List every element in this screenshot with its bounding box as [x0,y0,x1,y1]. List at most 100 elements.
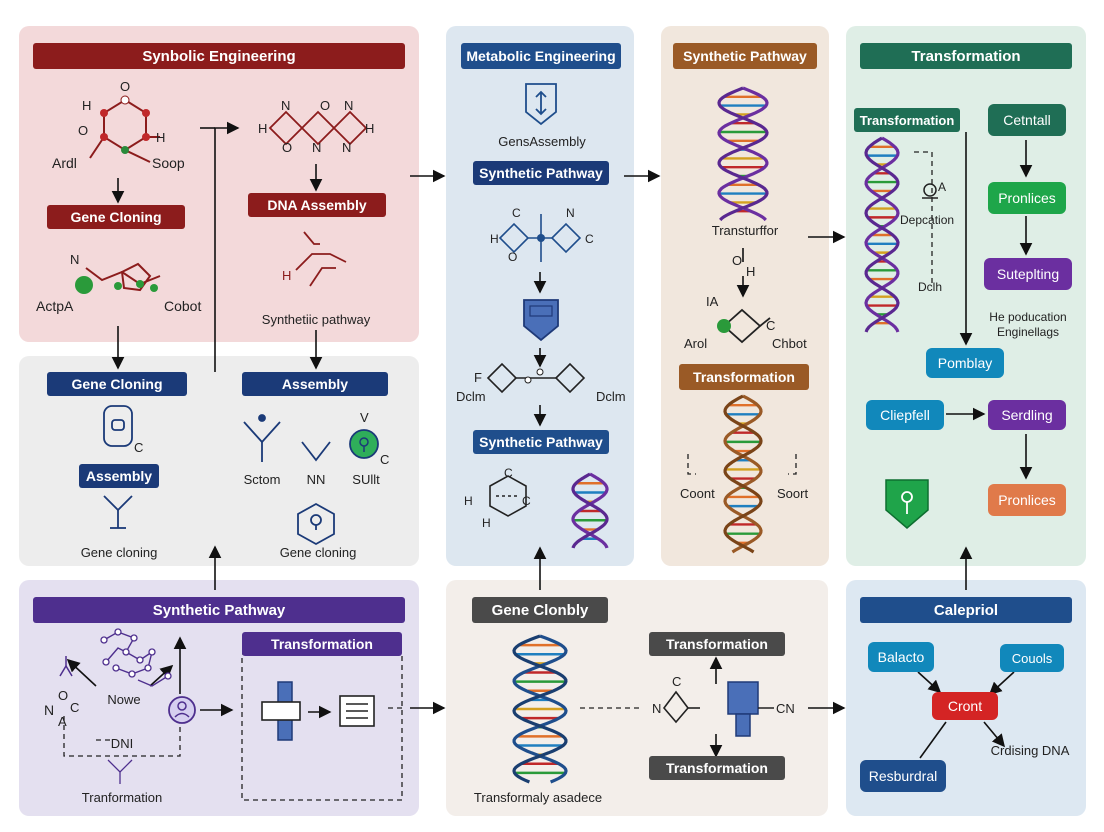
atom-marker [120,95,130,105]
atom-marker [75,276,93,294]
atom-label: N [70,252,80,267]
dna-strand [723,394,763,554]
atom-label: O [320,98,331,113]
panel-title-transformation: Transformation [860,43,1072,69]
atom-label: H [282,268,292,283]
text-crdising-dna: Crdising DNA [990,743,1070,758]
atom-label: V [360,410,369,425]
molecule-tricyclic [268,110,368,146]
panel-metabolic-engineering [446,26,634,566]
atom-marker [150,284,158,292]
atom-label: N [652,701,662,716]
molecule-diamond [662,690,700,724]
document-icon [339,695,375,727]
panel-title-calepriol: Calepriol [860,597,1072,623]
atom-label: O [732,253,743,268]
panel-title-synthetic-pathway-2: Synthetic Pathway [33,597,405,623]
atom-label: N [566,206,575,220]
text-dclm-2: Dclm [596,389,626,404]
label-assembly: Assembly [242,372,388,396]
atom-label: C [134,440,144,455]
molecule-small [922,183,938,199]
panel-title-synbolic-engineering: Synbolic Engineering [33,43,405,69]
node-cront: Cront [932,692,998,720]
atom-label: N [312,140,322,155]
atom-label: H [365,121,375,136]
dna-helix-icon [571,472,609,549]
triangle-icon [301,441,331,462]
atom-label: N [44,702,55,718]
text-gene-cloning-2: Gene cloning [279,545,357,560]
atom-marker [142,133,150,141]
label-dna-assembly: DNA Assembly [248,193,386,217]
flow-arrows [66,121,1033,759]
atom-label: A [58,714,67,729]
panel-title-metabolic-engineering: Metabolic Engineering [461,43,621,69]
text-soop: Soop [152,155,185,171]
dna-strand [717,86,769,222]
molecule-small [59,656,73,677]
label-transformation-p7-1: Transformation [649,632,785,656]
atom-label: H [82,98,92,113]
molecule-chain [486,362,586,394]
atom-marker [142,109,150,117]
gene-icon [349,429,379,459]
test-tube-icon [103,405,133,447]
dna-strand [864,136,900,333]
atom-marker [537,234,545,242]
atom-label: A [938,180,947,194]
dna-helix-icon [864,136,900,333]
atom-marker [717,319,731,333]
user-icon [168,696,196,724]
atom-label: O [58,688,69,703]
atom-label: F [474,370,482,385]
label-transformation-p7-2: Transformation [649,756,785,780]
text-actpa: ActpA [36,298,74,314]
text-gene-cloning-1: Gene cloning [80,545,158,560]
text-transturffor: Transturffor [711,223,779,238]
text-sctom: Sctom [243,472,281,487]
atom-label: H [258,121,268,136]
label-transformation-p4: Transformation [679,364,809,390]
dna-strand [512,634,568,784]
text-dclm-1: Dclm [456,389,486,404]
text-nn: NN [306,472,326,487]
text-depcation: Depcation [900,213,955,227]
node-couols: Couols [1000,644,1064,672]
shield-icon [523,299,559,342]
atom-label: C [380,452,390,467]
node-resburdral: Resburdral [860,760,946,792]
atom-label: N [281,98,291,113]
atom-marker [114,282,122,290]
text-nowe: Nowe [107,692,141,707]
atom-label: H [464,494,473,508]
atom-marker [100,109,108,117]
node-cliepfell: Cliepfell [866,400,944,430]
text-dclh: Dclh [918,280,943,294]
text-synthetic-pathway: Synthetiic pathway [261,312,371,327]
label-gene-cloning-2: Gene Cloning [47,372,187,396]
atom-label: N [342,140,352,155]
panel-title-synthetic-pathway: Synthetic Pathway [673,43,817,69]
atom-label: C [522,494,531,508]
node-cetntall: Cetntall [988,104,1066,136]
dna-strand [571,472,609,549]
atom-label: H [746,264,756,279]
dna-strand [512,634,568,784]
gear-plug-icon [261,681,301,741]
atom-label: C [672,674,682,689]
atom-label: IA [706,294,719,309]
text-arol: Arol [684,336,708,351]
node-suteplting: Suteplting [984,258,1072,290]
panel-title-gene-clonbly: Gene Clonbly [472,597,608,623]
atom-label: C [70,700,80,715]
atom-label: C [585,232,594,246]
dna-helix-icon [717,86,769,222]
atom-label: O [120,79,131,94]
flask-icon [297,502,335,546]
atom-marker [524,376,532,384]
node-serdling: Serdling [988,400,1066,430]
label-assembly-small: Assembly [79,464,159,488]
label-transformation-p5: Transformation [854,108,960,132]
